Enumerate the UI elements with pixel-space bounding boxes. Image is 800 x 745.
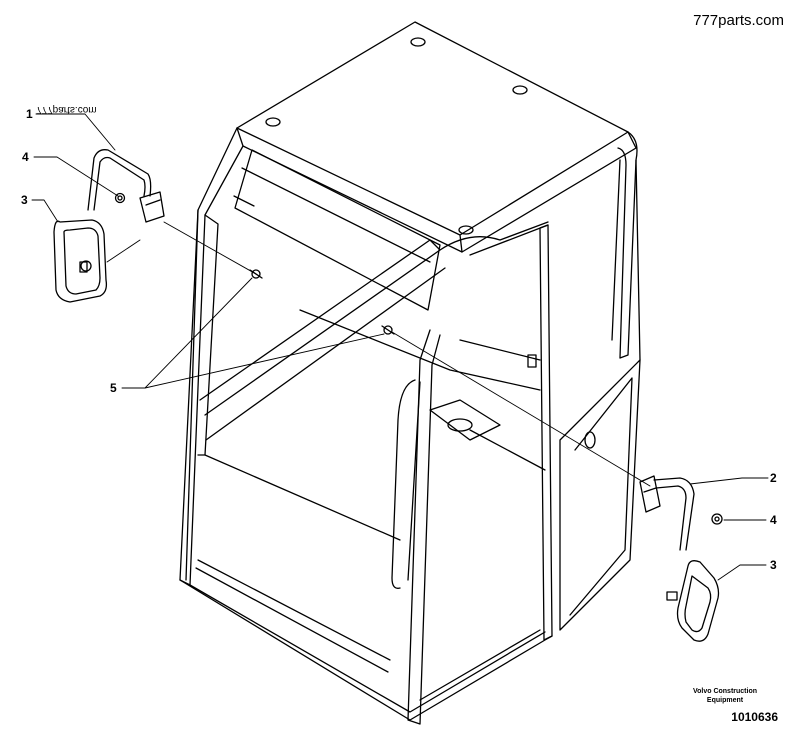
roof-mount-boss [410,37,426,47]
diagonal-brace [199,239,541,441]
left-mirror-arm [87,149,152,211]
watermark-mirrored: 777parts.com [36,104,97,115]
leader-lines [31,113,769,581]
right-mirror [666,560,720,642]
right-mirror-bracket [639,475,661,513]
right-mirror-arm [653,477,695,551]
roof-mount-boss [458,225,474,235]
callout-3-right: 3 [770,558,777,572]
mounting-bolt [381,325,395,335]
front-right-pillar [391,329,441,725]
callout-5: 5 [110,381,117,395]
cab-roof [236,21,637,253]
left-nut [114,192,126,204]
cab-floor-frame [179,429,553,721]
callout-3-left: 3 [21,193,28,207]
right-nut [711,513,723,525]
callout-4-right: 4 [770,513,777,527]
watermark: 777parts.com [693,12,784,29]
front-upper-window [233,149,441,311]
rear-side-panel [527,354,641,631]
left-mirror [53,219,108,303]
roof-mount-boss [512,85,528,95]
seat-mount [429,399,501,441]
document-number: 1010636 [731,710,778,724]
callout-1: 1 [26,107,33,121]
callout-4-left: 4 [22,150,29,164]
assembly-line [106,221,651,487]
callout-2: 2 [770,471,777,485]
roof-mount-boss [265,117,281,127]
left-mirror-bracket [139,191,165,223]
rear-right-pillar [611,131,641,361]
front-left-pillar [179,127,244,586]
manufacturer-label: Volvo Construction Equipment [692,688,758,704]
